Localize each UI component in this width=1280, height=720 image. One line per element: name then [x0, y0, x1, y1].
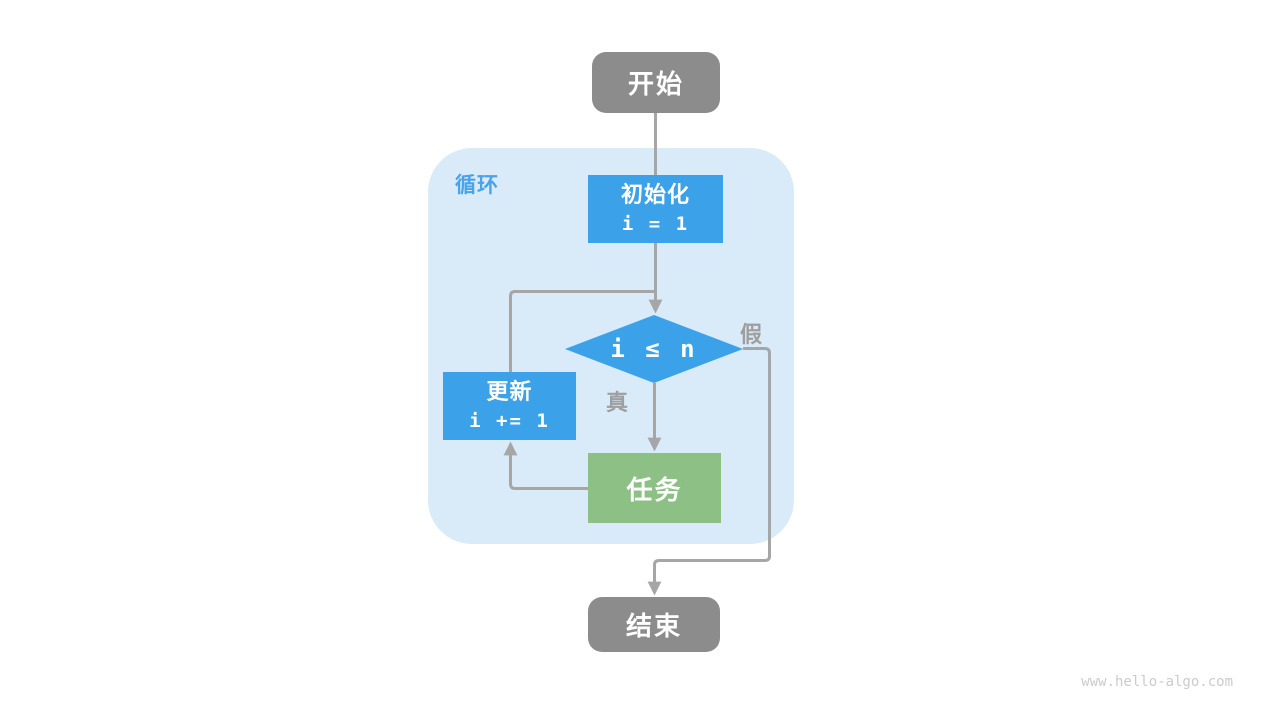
init-node-label: 初始化 [620, 182, 690, 207]
watermark: www.hello-algo.com [1081, 674, 1233, 690]
start-node-label: 开始 [627, 69, 684, 99]
end-node-label: 结束 [625, 611, 682, 641]
init-node-code: i = 1 [621, 213, 690, 235]
update-node-code: i += 1 [469, 410, 550, 432]
loop-container-label: 循环 [455, 174, 499, 197]
update-node: 更新 i += 1 [443, 372, 576, 440]
end-node: 结束 [588, 597, 720, 652]
start-node: 开始 [592, 52, 720, 113]
true-branch-label: 真 [606, 390, 629, 415]
init-node: 初始化 i = 1 [588, 175, 723, 243]
update-node-label: 更新 [486, 379, 533, 404]
task-node-label: 任务 [626, 474, 683, 505]
false-branch-label: 假 [740, 322, 763, 347]
task-node: 任务 [588, 453, 721, 523]
condition-node-code: i ≤ n [610, 335, 698, 363]
